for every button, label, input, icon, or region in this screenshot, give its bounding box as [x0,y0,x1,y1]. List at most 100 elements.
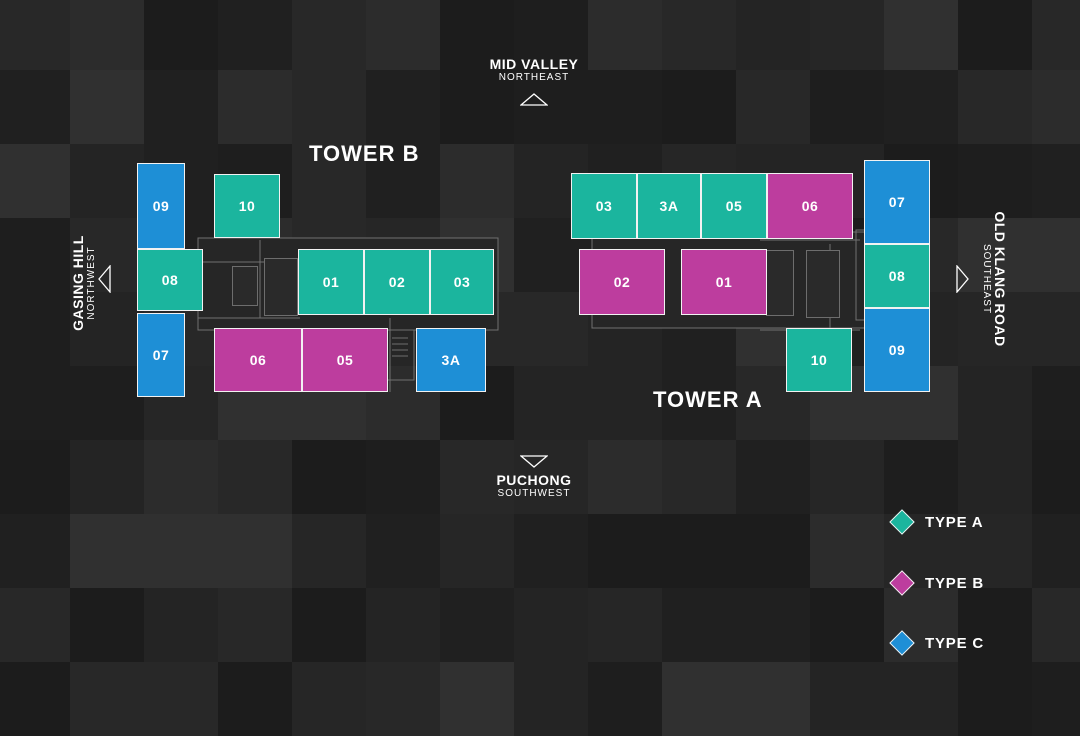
tower-b-unit-05[interactable]: 05 [302,328,388,392]
legend-item-type-b[interactable]: TYPE B [889,570,984,596]
direction-west: GASING HILL NORTHWEST [70,223,100,343]
background-tile [884,70,958,144]
tower-a-unit-08[interactable]: 08 [864,244,930,308]
background-tile [0,218,70,292]
tower-a-unit-02[interactable]: 02 [579,249,665,315]
background-tile [958,292,1032,366]
background-tile [662,366,736,440]
background-tile [810,588,884,662]
direction-south-sub: SOUTHWEST [497,488,571,499]
tower-a-unit-05[interactable]: 05 [701,173,767,239]
background-tile [366,0,440,70]
background-tile [70,366,144,440]
background-tile [70,0,144,70]
tower-a-unit-3a[interactable]: 3A [637,173,701,239]
tower-a-unit-03[interactable]: 03 [571,173,637,239]
tower-b-unit-03[interactable]: 03 [430,249,494,315]
background-tile [70,292,144,366]
background-tile [0,292,70,366]
background-tile [736,0,810,70]
background-tile [662,440,736,514]
tower-b-unit-01[interactable]: 01 [298,249,364,315]
background-tile [366,144,440,218]
legend-label: TYPE B [925,574,984,592]
background-tile [218,0,292,70]
background-tile [144,70,218,144]
tower-a-title: TOWER A [653,387,763,412]
background-tile [884,440,958,514]
background-tile [1032,292,1080,366]
background-tile [736,440,810,514]
background-tile [514,366,588,440]
background-tile [1032,366,1080,440]
background-tile [662,0,736,70]
background-tile [1032,0,1080,70]
background-tile [514,292,588,366]
background-tile [144,0,218,70]
background-tile [440,440,514,514]
background-tile [218,70,292,144]
background-tile [736,70,810,144]
background-tile [292,0,366,70]
arrow-right-icon [956,265,969,293]
background-tile [588,440,662,514]
background-tile [514,70,588,144]
legend-item-type-c[interactable]: TYPE C [889,630,984,656]
background-tile [514,588,588,662]
background-tile [514,0,588,70]
background-tile [366,440,440,514]
background-tile [0,588,70,662]
direction-south-main: PUCHONG [496,472,572,488]
background-tile [0,514,70,588]
tower-b-title: TOWER B [309,141,420,166]
background-tile [292,588,366,662]
background-tile [884,0,958,70]
direction-south: PUCHONG SOUTHWEST [474,472,594,499]
background-tile [70,144,144,218]
type-a-swatch-icon [889,509,915,535]
background-tile [662,70,736,144]
tower-a-unit-09[interactable]: 09 [864,308,930,392]
tower-b-unit-07[interactable]: 07 [137,313,185,397]
background-tile [810,70,884,144]
tower-b-unit-02[interactable]: 02 [364,249,430,315]
background-tile [70,440,144,514]
background-tile [958,366,1032,440]
background-tile [1032,144,1080,218]
background-tile [440,70,514,144]
tower-a-unit-01[interactable]: 01 [681,249,767,315]
tower-a-unit-10[interactable]: 10 [786,328,852,392]
type-b-swatch-icon [889,570,915,596]
direction-west-sub: NORTHWEST [86,246,97,320]
tower-a-stair-core [806,250,840,318]
direction-east-sub: SOUTHEAST [981,243,992,315]
background-tile [218,588,292,662]
background-tile [0,440,70,514]
background-tile [144,440,218,514]
background-tile [588,588,662,662]
tower-b-unit-3a[interactable]: 3A [416,328,486,392]
tower-b-unit-08[interactable]: 08 [137,249,203,311]
background-tile [70,218,144,292]
tower-b-unit-09[interactable]: 09 [137,163,185,249]
background-tile [958,440,1032,514]
background-tile [70,70,144,144]
legend-item-type-a[interactable]: TYPE A [889,509,983,535]
background-tile [1032,218,1080,292]
legend-label: TYPE C [925,634,984,652]
background-tile [70,514,144,588]
background-tile [588,70,662,144]
background-tile [218,514,292,588]
tower-b-unit-06[interactable]: 06 [214,328,302,392]
tower-a-unit-07[interactable]: 07 [864,160,930,244]
tower-b-unit-10[interactable]: 10 [214,174,280,238]
background-tile [440,0,514,70]
background-tile [0,144,70,218]
background-tile [514,440,588,514]
tower-a-unit-06[interactable]: 06 [767,173,853,239]
background-tile [588,0,662,70]
background-tile [958,588,1032,662]
background-tile [144,588,218,662]
background-tile [958,144,1032,218]
tower-a-lift-core [766,250,794,316]
